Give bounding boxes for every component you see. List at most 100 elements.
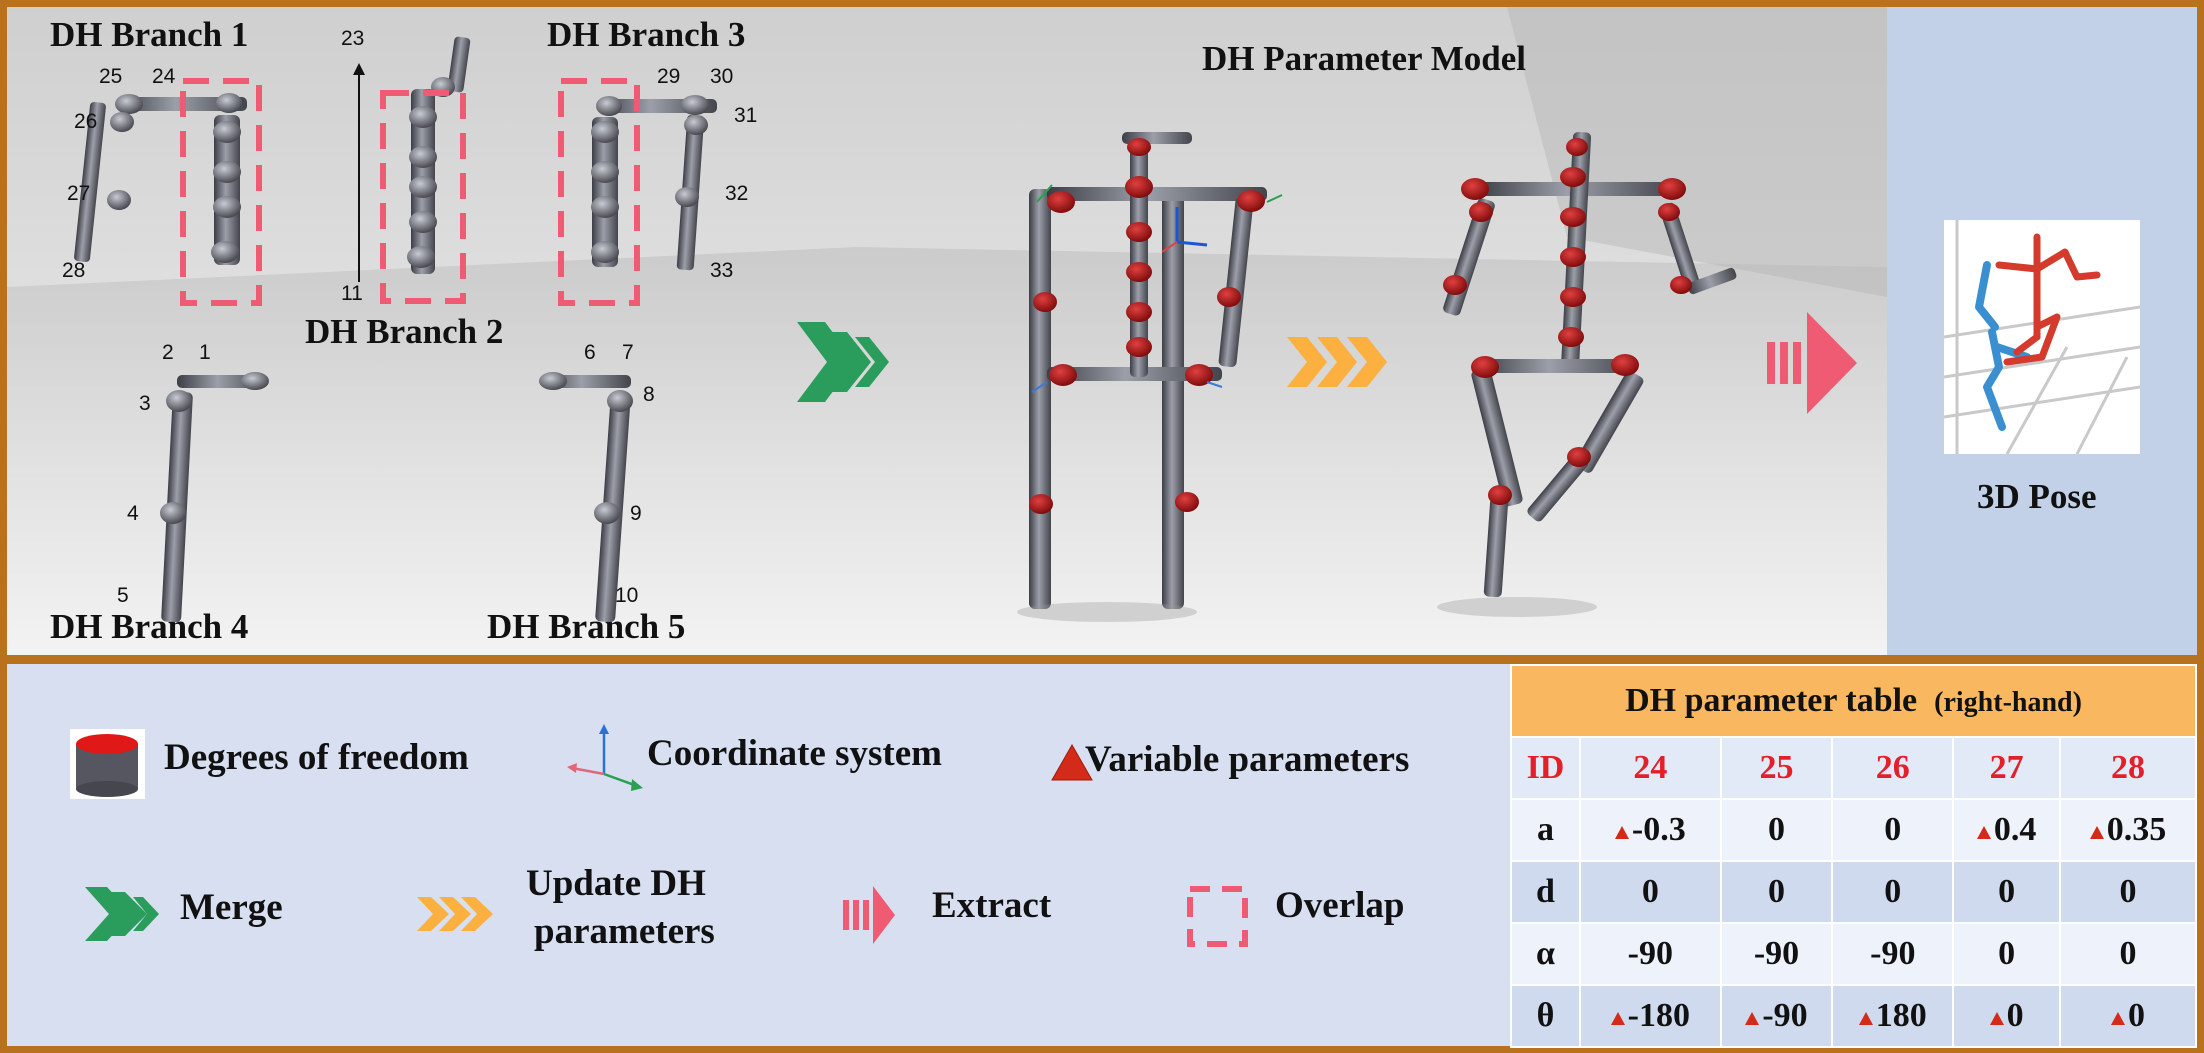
variable-marker-icon (2110, 1011, 2125, 1025)
table-cell-theta-26: 180 (1831, 984, 1955, 1048)
joint-number-11: 11 (341, 282, 363, 305)
joint-number-26: 26 (74, 110, 98, 133)
top-panel: 3D Pose DH Branch 1 DH Branch 3 DH Branc… (7, 7, 2197, 655)
cell-value: -0.3 (1631, 811, 1686, 848)
table-cell-d-28: 0 (2058, 860, 2198, 924)
table-cell-a-26: 0 (1831, 798, 1955, 862)
cell-value: -180 (1627, 997, 1690, 1034)
legend-extract-label: Extract (932, 885, 1052, 926)
table-cell-d-25: 0 (1719, 860, 1834, 924)
variable-marker-icon (1976, 825, 1991, 839)
branch-3-drawing (558, 78, 717, 306)
table-row-alpha-label: α (1510, 922, 1581, 986)
table-row-d-label: d (1510, 860, 1581, 924)
floor-plane (7, 247, 1887, 655)
table-cell-theta-28: 0 (2058, 984, 2198, 1048)
extract-arrow (1767, 312, 1857, 414)
extract-legend-icon (843, 886, 895, 944)
table-subtitle: (right-hand) (1934, 687, 2082, 718)
variable-marker-icon (2089, 825, 2104, 839)
variable-marker-icon (1614, 825, 1629, 839)
cell-value: 0 (2006, 997, 2024, 1034)
variable-marker-icon (1610, 1011, 1625, 1025)
joint-number-10: 10 (615, 584, 639, 607)
overlap-legend-icon (1187, 886, 1248, 947)
joint-number-8: 8 (643, 383, 655, 406)
joint-number-4: 4 (127, 502, 139, 525)
joint-number-23: 23 (341, 27, 365, 50)
branch-5-drawing (539, 372, 633, 623)
joint-number-27: 27 (67, 182, 91, 205)
joint-number-25: 25 (99, 65, 123, 88)
overlap-box-3 (558, 78, 640, 306)
table-cell-alpha-24: -90 (1578, 922, 1722, 986)
table-cell-d-26: 0 (1831, 860, 1955, 924)
legend-variable-label: Variable parameters (1085, 739, 1410, 780)
dh-table-wrap: DH parameter table (right-hand) ID 24 25… (1510, 664, 2198, 1048)
legend-coord-label: Coordinate system (647, 733, 942, 774)
merge-arrow (797, 322, 889, 402)
joint-number-5: 5 (117, 584, 129, 607)
table-id-header: ID (1510, 736, 1581, 800)
cell-value: 0.4 (1993, 811, 2037, 848)
variable-marker-icon (1858, 1011, 1873, 1025)
table-id-27: 27 (1952, 736, 2061, 800)
overlap-box-1 (180, 78, 262, 306)
model-title: DH Parameter Model (1202, 39, 1526, 78)
table-cell-theta-27: 0 (1952, 984, 2061, 1048)
pose-thumbnail (1943, 220, 2141, 455)
coordinate-icon (567, 724, 643, 791)
joint-number-9: 9 (630, 502, 642, 525)
table-cell-alpha-27: 0 (1952, 922, 2061, 986)
table-title: DH parameter table (right-hand) (1510, 664, 2197, 738)
table-cell-alpha-26: -90 (1831, 922, 1955, 986)
update-arrow (1287, 337, 1387, 387)
branch-5-title: DH Branch 5 (487, 607, 686, 646)
update-legend-icon (417, 897, 493, 931)
skeleton-left (1975, 261, 2031, 431)
joint-number-31: 31 (734, 104, 758, 127)
joint-number-29: 29 (657, 65, 681, 88)
table-row-theta-label: θ (1510, 984, 1581, 1048)
variable-marker-icon (1989, 1011, 2004, 1025)
joint-number-28: 28 (62, 259, 86, 282)
table-cell-alpha-25: -90 (1719, 922, 1834, 986)
dh-model-standing (1017, 132, 1283, 622)
legend-update-label-1: Update DH (526, 863, 706, 904)
branch-3-title: DH Branch 3 (547, 15, 746, 54)
legend-icons (70, 724, 1248, 947)
overlap-box-2 (380, 90, 466, 304)
branch-4-title: DH Branch 4 (50, 607, 249, 646)
table-id-25: 25 (1719, 736, 1834, 800)
scene-drawing (7, 7, 1887, 655)
branch-1-drawing (74, 78, 262, 306)
pose-panel: 3D Pose (1887, 7, 2197, 655)
legend-dof-label: Degrees of freedom (164, 737, 469, 778)
table-cell-d-27: 0 (1952, 860, 2061, 924)
table-row-a-label: a (1510, 798, 1581, 862)
joint-number-6: 6 (584, 341, 596, 364)
joint-number-32: 32 (725, 182, 749, 205)
branch-1-title: DH Branch 1 (50, 15, 249, 54)
joint-number-3: 3 (139, 392, 151, 415)
cell-value: 180 (1875, 997, 1927, 1034)
pose-label: 3D Pose (1977, 477, 2097, 516)
joint-number-33: 33 (710, 259, 734, 282)
joint-number-30: 30 (710, 65, 734, 88)
table-cell-a-28: 0.35 (2058, 798, 2198, 862)
table-cell-a-27: 0.4 (1952, 798, 2061, 862)
cell-value: 0.35 (2106, 811, 2167, 848)
legend-merge-label: Merge (180, 887, 283, 928)
table-id-28: 28 (2058, 736, 2198, 800)
wall-corner (1507, 7, 1887, 297)
joint-number-24: 24 (152, 65, 176, 88)
legend-update-label-2: parameters (534, 911, 715, 952)
branch-2-drawing (353, 36, 471, 304)
table-cell-theta-25: -90 (1719, 984, 1834, 1048)
cell-value: -90 (1762, 997, 1808, 1034)
variable-triangle-icon (1051, 743, 1093, 781)
table-cell-d-24: 0 (1578, 860, 1722, 924)
branch-2-title: DH Branch 2 (305, 312, 504, 351)
table-title-text: DH parameter table (1625, 682, 1918, 719)
